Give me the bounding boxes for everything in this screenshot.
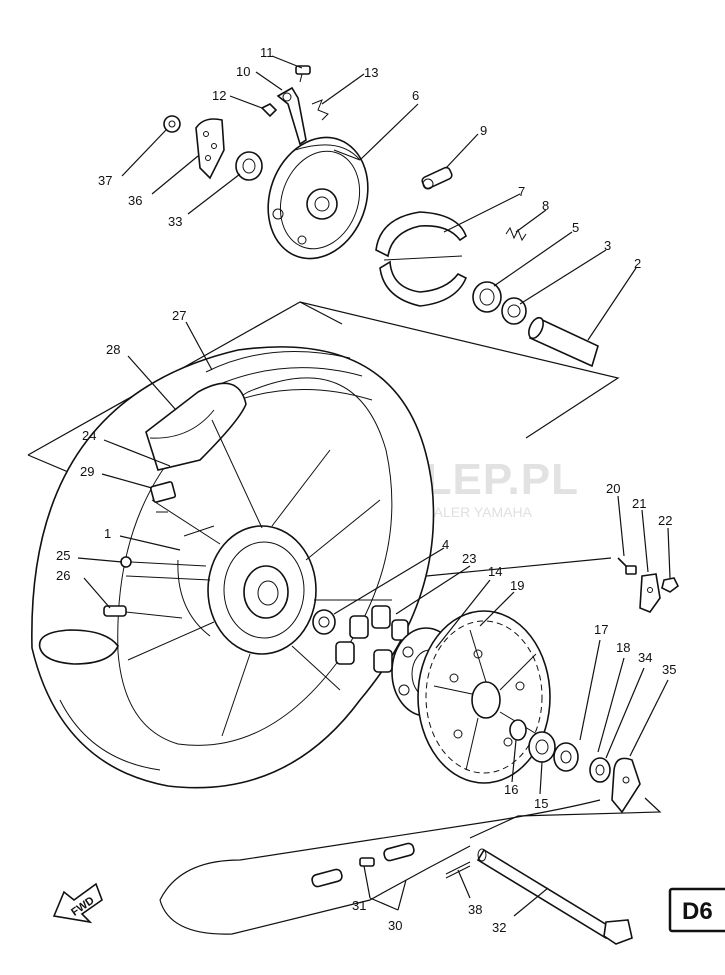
inner-tube — [145, 382, 247, 471]
adjusting-bolt — [617, 557, 637, 575]
callout-27: 27 — [172, 308, 186, 323]
callout-11: 11 — [260, 45, 274, 60]
chain-puller — [611, 757, 641, 814]
callout-37: 37 — [98, 173, 112, 188]
sprocket-collar-b — [589, 757, 611, 783]
lever-bolt — [295, 65, 311, 83]
callout-numbers: 11 10 12 13 6 9 7 8 5 3 2 37 36 33 27 28… — [56, 45, 676, 935]
callout-2: 2 — [634, 256, 641, 271]
cotter-pin — [445, 861, 471, 879]
air-valve — [421, 166, 453, 190]
plate-washer — [163, 115, 181, 133]
collar — [235, 151, 263, 181]
callout-15: 15 — [534, 796, 548, 811]
callout-21: 21 — [632, 496, 646, 511]
callout-34: 34 — [638, 650, 652, 665]
callout-1: 1 — [104, 526, 111, 541]
wheel-axle — [476, 848, 633, 945]
callout-18: 18 — [616, 640, 630, 655]
callout-19: 19 — [510, 578, 524, 593]
lever-nut — [260, 103, 278, 118]
callout-35: 35 — [662, 662, 676, 677]
drive-chain — [159, 799, 601, 935]
callout-24: 24 — [82, 428, 96, 443]
callout-33: 33 — [168, 214, 182, 229]
brake-adjust-plate — [195, 118, 225, 180]
callout-22: 22 — [658, 513, 672, 528]
sprocket-bearing — [509, 719, 527, 741]
leader-lines — [77, 55, 671, 917]
hub-bushing — [312, 609, 336, 635]
callout-26: 26 — [56, 568, 70, 583]
sprocket-collar-a — [553, 742, 579, 772]
shoe-spring — [505, 226, 527, 242]
callout-10: 10 — [236, 64, 250, 79]
callout-16: 16 — [504, 782, 518, 797]
adjuster-nut — [661, 577, 680, 593]
rear-sprocket — [417, 610, 551, 784]
callout-25: 25 — [56, 548, 70, 563]
axle-spacer — [528, 316, 599, 368]
page-code-box: D6 — [668, 887, 725, 933]
wheel-spokes — [125, 419, 392, 737]
callout-7: 7 — [518, 184, 525, 199]
rear-wheel-hub — [177, 525, 317, 655]
brake-camshaft-lever — [276, 86, 307, 146]
callout-28: 28 — [106, 342, 120, 357]
callout-36: 36 — [128, 193, 142, 208]
callout-23: 23 — [462, 551, 476, 566]
callout-31: 31 — [352, 898, 366, 913]
callout-6: 6 — [412, 88, 419, 103]
callout-9: 9 — [480, 123, 487, 138]
callout-17: 17 — [594, 622, 608, 637]
callout-5: 5 — [572, 220, 579, 235]
rim-lock — [149, 481, 177, 513]
callout-20: 20 — [606, 481, 620, 496]
spoke-set — [103, 605, 183, 619]
page-code: D6 — [682, 898, 713, 925]
chain-puller-small — [639, 573, 661, 613]
oil-seal — [472, 281, 502, 313]
callout-30: 30 — [388, 918, 402, 933]
lever-spring — [311, 99, 329, 121]
callout-4: 4 — [442, 537, 449, 552]
hub-damper — [335, 605, 409, 673]
bearing — [501, 297, 527, 325]
callout-32: 32 — [492, 920, 506, 935]
callout-13: 13 — [364, 65, 378, 80]
callout-3: 3 — [604, 238, 611, 253]
callout-29: 29 — [80, 464, 94, 479]
callout-12: 12 — [212, 88, 226, 103]
callout-8: 8 — [542, 198, 549, 213]
rim-band — [38, 629, 119, 665]
callout-14: 14 — [488, 564, 502, 579]
brake-shoe-plate — [267, 136, 369, 260]
chain-joint — [311, 842, 415, 888]
brake-shoe-set — [375, 211, 468, 307]
forward-direction-arrow-icon: FWD — [52, 882, 103, 924]
callout-38: 38 — [468, 902, 482, 917]
sprocket-oil-seal — [528, 731, 556, 763]
